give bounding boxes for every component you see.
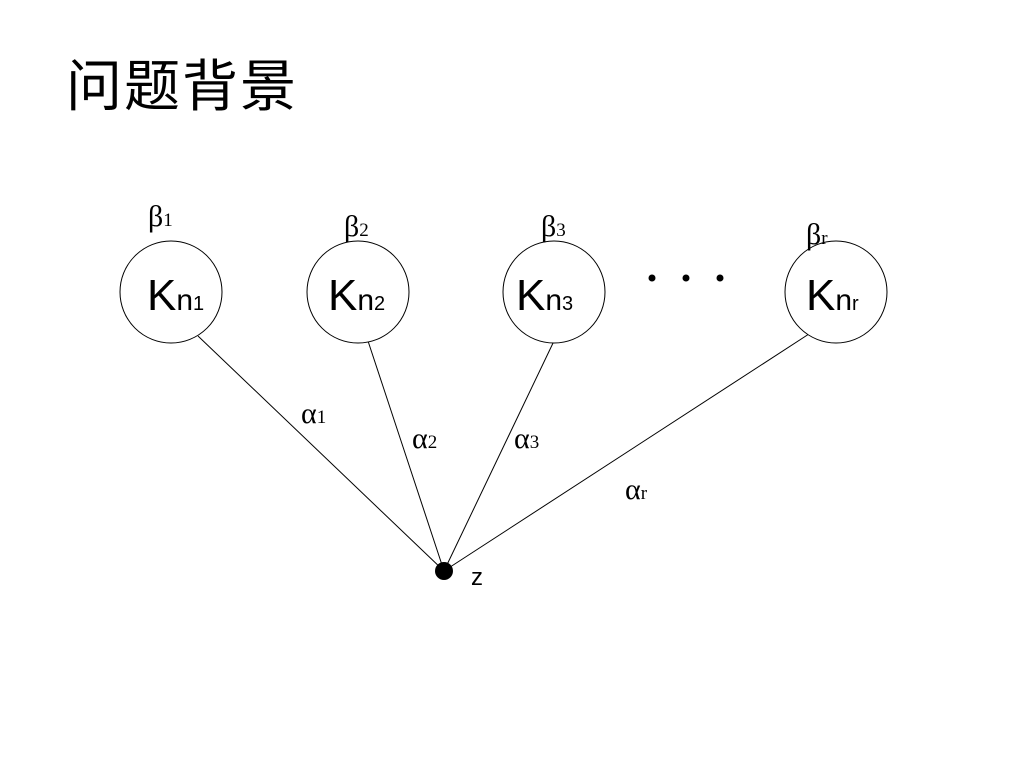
node-label-2: Kn2 [328, 271, 385, 320]
beta-label-3: β3 [541, 210, 566, 243]
center-node-label: z [471, 564, 483, 591]
slide-title: 问题背景 [66, 55, 298, 120]
edge-r [443, 331, 813, 572]
node-label-r: Knr [806, 271, 859, 320]
ellipsis-dot-3 [716, 274, 724, 282]
node-circle-3 [502, 240, 606, 344]
beta-label-1: β1 [148, 200, 173, 233]
ellipsis-dot-2 [682, 274, 690, 282]
alpha-label-3: α3 [514, 422, 539, 455]
node-label-3: Kn3 [516, 271, 573, 320]
edge-2 [367, 340, 445, 572]
beta-label-2: β2 [344, 210, 369, 243]
alpha-label-1: α1 [301, 397, 326, 430]
beta-label-r: βr [806, 218, 828, 251]
edge-3 [443, 340, 555, 572]
node-circle-2 [306, 240, 410, 344]
alpha-label-2: α2 [412, 422, 437, 455]
ellipsis-dot-1 [648, 274, 656, 282]
center-node [435, 562, 453, 580]
node-label-1: Kn1 [147, 271, 204, 320]
node-circle-r [784, 240, 888, 344]
alpha-label-r: αr [625, 473, 648, 506]
edge-1 [197, 335, 445, 572]
node-circle-1 [119, 240, 223, 344]
